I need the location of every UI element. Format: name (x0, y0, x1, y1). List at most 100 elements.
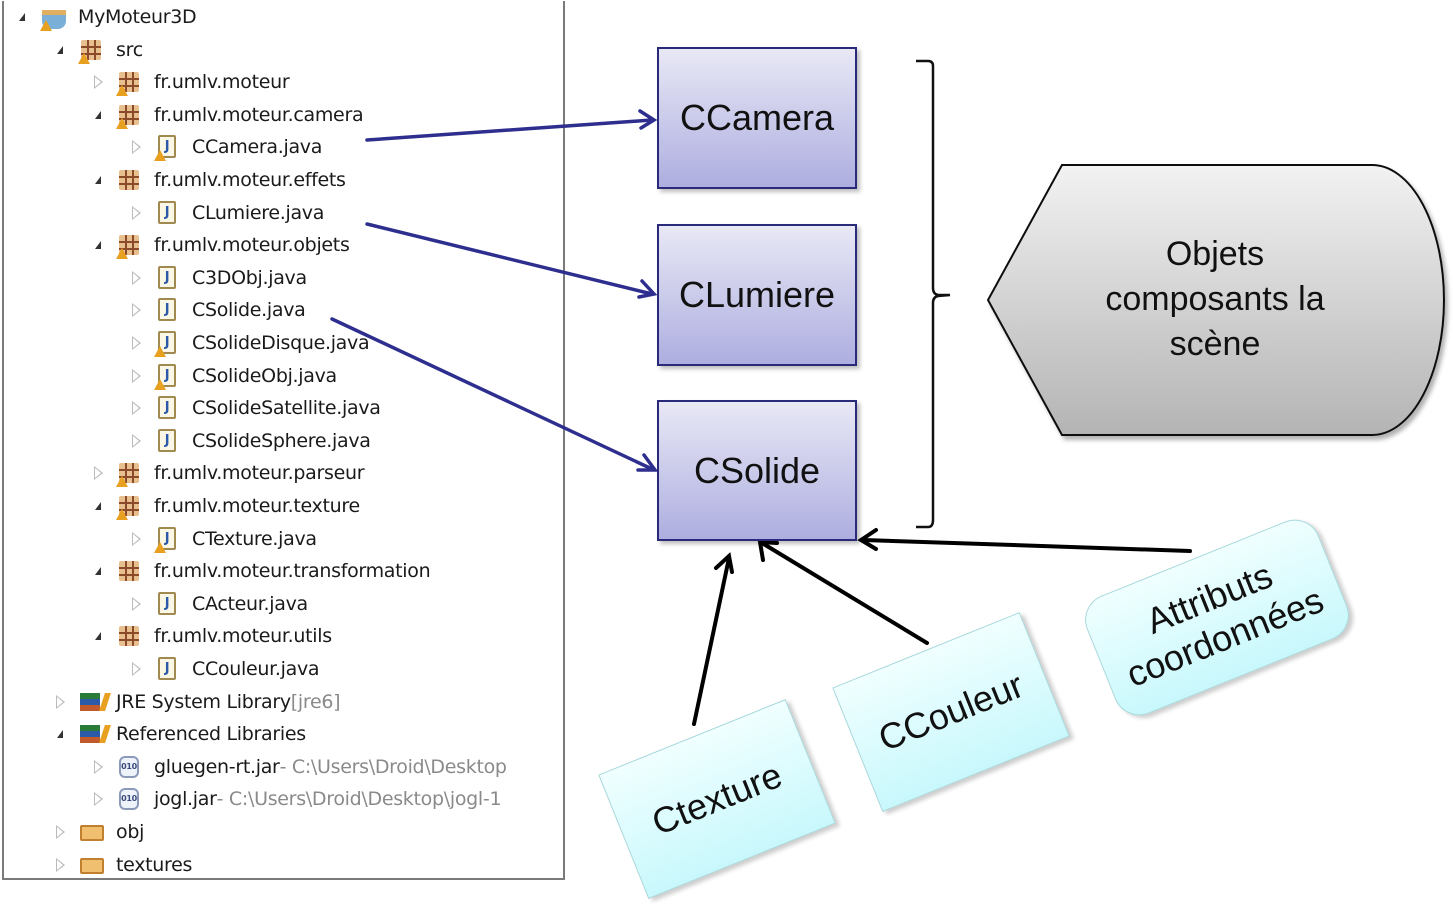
tree-item[interactable]: fr.umlv.moteur.parseur (90, 457, 365, 489)
expanded-arrow-icon[interactable] (90, 107, 106, 123)
class-name: CLumiere (678, 274, 836, 315)
tree-item[interactable]: J CSolide.java (128, 294, 306, 326)
tree-item-label: src (116, 38, 143, 61)
tree-item[interactable]: fr.umlv.moteur.effets (90, 164, 346, 196)
warning-icon (154, 150, 166, 162)
tree-item-label: CSolideSatellite.java (192, 397, 381, 420)
source-folder-icon (78, 37, 104, 64)
package-icon (116, 493, 142, 520)
note-ctexture: Ctexture (598, 699, 836, 899)
expanded-arrow-icon[interactable] (52, 726, 68, 742)
collapsed-arrow-icon[interactable] (128, 400, 144, 416)
tree-item-decoration: - C:\Users\Droid\Desktop (279, 755, 507, 778)
warning-icon (78, 52, 90, 64)
java-project-icon (40, 4, 66, 31)
expanded-arrow-icon[interactable] (90, 172, 106, 188)
tree-item-label: CSolideDisque.java (192, 332, 370, 354)
folder-icon (78, 819, 104, 845)
tree-item[interactable]: fr.umlv.moteur (90, 66, 290, 98)
expanded-arrow-icon[interactable] (52, 42, 68, 58)
tree-item-label: MyMoteur3D (78, 6, 197, 28)
tree-item[interactable]: fr.umlv.moteur.utils (90, 620, 332, 652)
tree-item-decoration: - C:\Users\Droid\Desktop\jogl-1 (216, 788, 502, 811)
java-file-icon: J (154, 297, 180, 323)
java-file-icon: J (154, 134, 180, 162)
collapsed-arrow-icon[interactable] (90, 74, 106, 90)
tree-item-label: CCouleur.java (192, 658, 320, 680)
collapsed-arrow-icon[interactable] (90, 791, 106, 807)
collapsed-arrow-icon[interactable] (128, 596, 144, 612)
tree-item-label: fr.umlv.moteur.texture (154, 495, 360, 517)
collapsed-arrow-icon[interactable] (52, 694, 68, 710)
expanded-arrow-icon[interactable] (90, 563, 106, 579)
warning-icon (154, 346, 166, 357)
arrowhead-ccouleur (757, 539, 779, 562)
arrowhead-ccamera (638, 109, 658, 130)
note-text: CCouleur (872, 664, 1029, 760)
collapsed-arrow-icon[interactable] (52, 824, 68, 840)
collapsed-arrow-icon[interactable] (128, 139, 144, 155)
package-icon (116, 558, 142, 584)
class-name: CSolide (693, 449, 821, 491)
tree-item-label: fr.umlv.moteur.camera (154, 103, 364, 126)
expanded-arrow-icon[interactable] (14, 9, 30, 25)
tree-item[interactable]: JRE System Library [jre6] (52, 686, 341, 718)
java-file-icon: J (154, 591, 180, 617)
tree-item-label: CSolideObj.java (192, 364, 337, 387)
tree-item[interactable]: obj (52, 816, 144, 848)
tree-item[interactable]: fr.umlv.moteur.camera (90, 99, 364, 131)
tree-item-label: CLumiere.java (192, 201, 325, 224)
tree-item[interactable]: fr.umlv.moteur.transformation (90, 555, 431, 587)
tree-item-label: jogl.jar (154, 788, 217, 811)
tree-item-label: CTexture.java (192, 527, 317, 550)
tree-item[interactable]: Referenced Libraries (52, 718, 306, 750)
collapsed-arrow-icon[interactable] (128, 661, 144, 677)
collapsed-arrow-icon[interactable] (128, 368, 144, 384)
collapsed-arrow-icon[interactable] (52, 857, 68, 873)
collapsed-arrow-icon[interactable] (128, 270, 144, 286)
arrowhead-attributs (857, 528, 878, 551)
tree-item[interactable]: fr.umlv.moteur.texture (90, 490, 360, 522)
objets-group-label: Objets composants la scène (1050, 232, 1380, 367)
expanded-arrow-icon[interactable] (90, 237, 106, 253)
tree-item-label: CSolide.java (192, 299, 306, 322)
group-label-line: Objets (1165, 235, 1265, 273)
collapsed-arrow-icon[interactable] (128, 205, 144, 221)
tree-item[interactable]: MyMoteur3D (14, 1, 197, 33)
collapsed-arrow-icon[interactable] (128, 531, 144, 547)
arrow-ccouleur (760, 541, 929, 645)
java-file-icon: J (154, 428, 180, 454)
collapsed-arrow-icon[interactable] (90, 759, 106, 775)
folder-icon (78, 852, 104, 878)
arrowhead-ctexture (714, 552, 734, 574)
collapsed-arrow-icon[interactable] (90, 465, 106, 481)
note-attributs: Attributs coordonnées (1077, 511, 1357, 724)
expanded-arrow-icon[interactable] (90, 628, 106, 644)
expanded-arrow-icon[interactable] (90, 498, 106, 514)
tree-item-label: fr.umlv.moteur.parseur (154, 462, 365, 485)
tree-item-label: obj (116, 821, 145, 843)
tree-item-label: fr.umlv.moteur.effets (154, 169, 346, 191)
tree-item[interactable]: textures (52, 849, 192, 878)
arrowhead-clumiere (637, 279, 658, 299)
tree-item[interactable]: src (52, 34, 143, 66)
collapsed-arrow-icon[interactable] (128, 335, 144, 351)
collapsed-arrow-icon[interactable] (128, 302, 144, 318)
tree-item-label: JRE System Library (116, 690, 291, 713)
tree-item[interactable]: fr.umlv.moteur.objets (90, 229, 350, 261)
arrowhead-csolide (636, 453, 659, 472)
collapsed-arrow-icon[interactable] (128, 433, 144, 449)
warning-icon (116, 85, 128, 97)
